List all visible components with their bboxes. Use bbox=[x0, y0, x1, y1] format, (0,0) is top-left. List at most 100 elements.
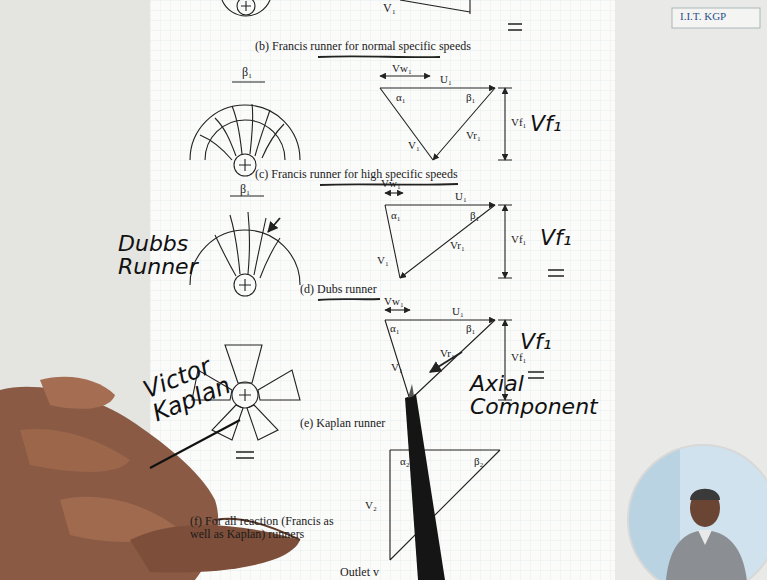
drawing-part bbox=[385, 205, 495, 278]
drawing-part bbox=[498, 88, 512, 160]
drawing-part bbox=[318, 299, 380, 300]
graph-grid bbox=[150, 0, 615, 580]
drawing-part bbox=[508, 24, 522, 30]
printed-label: (d) Dubs runner bbox=[300, 283, 377, 296]
drawing-part bbox=[200, 104, 284, 160]
printed-label: U₁ bbox=[452, 306, 464, 318]
handwritten-note: Axial Component bbox=[470, 372, 590, 418]
drawing-part bbox=[665, 530, 748, 580]
drawing-part bbox=[318, 55, 440, 58]
printed-label: (e) Kaplan runner bbox=[300, 417, 385, 430]
printed-label: β₁ bbox=[466, 92, 475, 104]
hand-underline bbox=[150, 420, 240, 468]
drawing-part bbox=[40, 377, 115, 409]
drawing-part bbox=[385, 309, 410, 310]
printed-label: Vf₁ bbox=[511, 117, 526, 129]
drawing-part bbox=[690, 489, 720, 500]
drawing-part bbox=[215, 212, 280, 278]
drawing-part bbox=[234, 154, 256, 176]
printed-label: α₂ bbox=[400, 456, 410, 468]
pen-photo bbox=[405, 384, 445, 580]
printed-label: U₁ bbox=[455, 191, 467, 203]
printed-label: (f) For all reaction (Francis as well as… bbox=[190, 515, 350, 540]
drawing-part bbox=[234, 274, 256, 296]
drawing-part bbox=[230, 195, 264, 196]
drawing-part bbox=[390, 450, 500, 560]
printed-label: Vr₁ bbox=[450, 240, 465, 252]
printed-label: Vf₁ bbox=[511, 234, 526, 246]
drawing-part bbox=[222, 0, 270, 16]
drawing-part bbox=[380, 88, 495, 160]
camera-inset bbox=[620, 440, 767, 580]
drawing-part bbox=[690, 489, 720, 527]
drawing-part bbox=[504, 205, 505, 278]
drawing-part bbox=[528, 372, 544, 378]
printed-label: β₁ bbox=[240, 183, 250, 196]
printed-label: Vw₁ bbox=[381, 178, 401, 190]
printed-label: α₁ bbox=[396, 92, 406, 104]
printed-label: Vw₁ bbox=[392, 63, 412, 75]
handwritten-note: Victor Kaplan bbox=[140, 339, 261, 427]
handwritten-note: Vf₁ bbox=[540, 226, 572, 249]
drawing-part bbox=[620, 440, 767, 580]
drawing-part bbox=[232, 382, 258, 408]
drawing-part bbox=[239, 159, 251, 171]
printed-label: Vf₁ bbox=[511, 352, 526, 364]
drawing-part bbox=[698, 530, 712, 545]
drawing-part bbox=[400, 0, 470, 14]
printed-label: Outlet v bbox=[340, 566, 379, 579]
handwritten-note: Dubbs Runner bbox=[118, 232, 228, 278]
drawing-part bbox=[232, 81, 265, 82]
printed-label: U₁ bbox=[440, 74, 452, 86]
logo-box bbox=[672, 8, 760, 28]
drawing-part bbox=[190, 230, 300, 285]
handwritten-note: Vf₁ bbox=[520, 330, 552, 353]
printed-label: Vw₁ bbox=[384, 296, 404, 308]
printed-label: V₁ bbox=[408, 140, 420, 152]
printed-label: β₁ bbox=[242, 66, 252, 79]
camera-frame bbox=[628, 445, 767, 580]
drawing-part bbox=[380, 87, 495, 88]
drawing-part bbox=[258, 370, 300, 400]
drawing-part bbox=[20, 429, 130, 472]
printed-label: I.I.T. KGP bbox=[680, 11, 726, 23]
drawing-part bbox=[190, 105, 300, 160]
printed-label: (c) Francis runner for high specific spe… bbox=[255, 168, 458, 181]
drawing-part bbox=[236, 452, 254, 458]
printed-label: β₂ bbox=[474, 456, 483, 468]
printed-label: V₁ bbox=[377, 255, 389, 267]
printed-label: Vr₁ bbox=[466, 130, 481, 142]
printed-label: α₁ bbox=[391, 210, 401, 222]
drawing-part bbox=[212, 405, 243, 440]
drawing-part bbox=[241, 1, 251, 11]
drawing-part bbox=[548, 270, 564, 276]
drawing-part bbox=[268, 218, 280, 232]
drawing-part bbox=[408, 384, 414, 398]
printed-label: β₁ bbox=[466, 323, 475, 335]
drawing-part bbox=[504, 88, 505, 160]
drawing-part bbox=[239, 279, 251, 291]
line-drawings bbox=[190, 0, 564, 560]
printed-label: β₁ bbox=[470, 210, 479, 222]
drawing-part bbox=[385, 204, 495, 205]
drawing-part bbox=[498, 205, 512, 278]
printed-label: V₁ bbox=[383, 2, 396, 15]
handwritten-note: Vf₁ bbox=[530, 112, 562, 135]
drawing-part bbox=[239, 389, 251, 401]
drawing-part bbox=[247, 405, 278, 440]
drawing-part bbox=[385, 192, 403, 193]
hand-photo bbox=[0, 377, 300, 580]
printed-label: (b) Francis runner for normal specific s… bbox=[255, 40, 471, 53]
drawing-part bbox=[237, 0, 255, 15]
printed-label: α₁ bbox=[390, 323, 400, 335]
printed-label: V₁ bbox=[391, 362, 403, 374]
drawing-part bbox=[380, 75, 430, 76]
paper-sheet bbox=[150, 0, 615, 580]
printed-label: Vr₁ bbox=[440, 348, 455, 360]
drawing-part bbox=[385, 319, 495, 320]
printed-label: V₂ bbox=[365, 500, 377, 512]
drawing-part bbox=[405, 394, 445, 580]
